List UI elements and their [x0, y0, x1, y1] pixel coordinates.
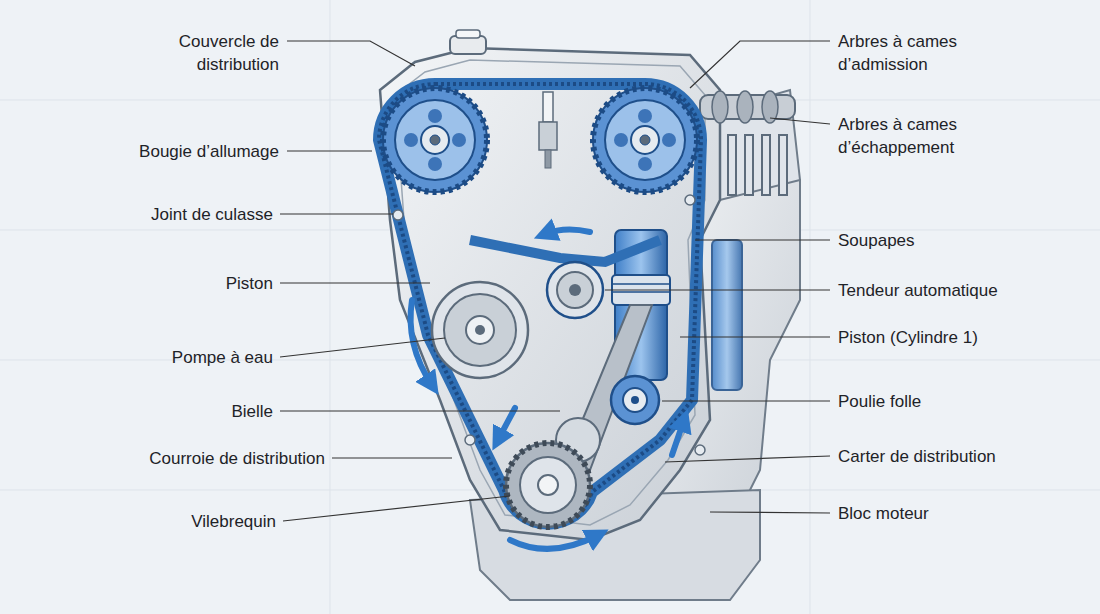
part-label: Bloc moteur: [838, 502, 929, 525]
part-label: Couvercle de distribution: [149, 30, 279, 76]
part-label: Joint de culasse: [151, 203, 273, 226]
part-label: Vilebrequin: [191, 510, 276, 533]
part-label: Arbres à cames d’échappement: [838, 113, 998, 159]
part-label: Bielle: [231, 400, 273, 423]
part-label: Carter de distribution: [838, 445, 996, 468]
part-label: Piston: [226, 272, 273, 295]
part-label: Soupapes: [838, 229, 915, 252]
part-label: Tendeur automatique: [838, 279, 998, 302]
part-label: Piston (Cylindre 1): [838, 326, 978, 349]
part-label: Bougie d’allumage: [139, 140, 279, 163]
part-label: Arbres à cames d’admission: [838, 30, 998, 76]
part-label: Courroie de distribution: [149, 447, 325, 470]
part-label: Poulie folle: [838, 390, 921, 413]
part-label: Pompe à eau: [172, 346, 273, 369]
